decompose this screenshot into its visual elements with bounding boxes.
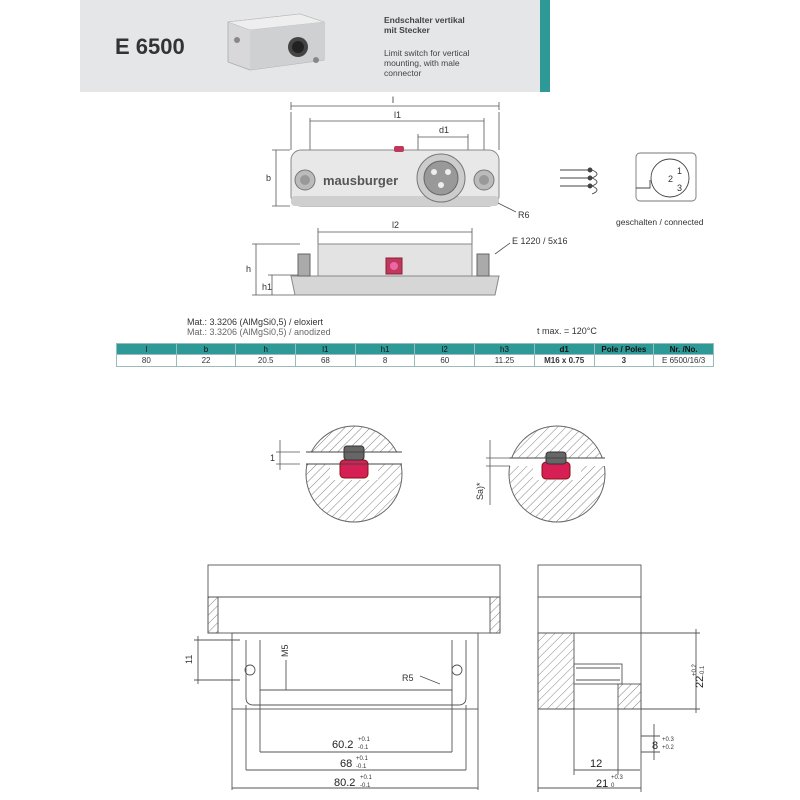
tol-21-up: +0.3 <box>611 775 624 781</box>
tol-80-2-up: +0.1 <box>360 775 373 781</box>
dim-60-2-label: 60.2 <box>332 739 353 751</box>
dim-68-label: 68 <box>340 758 352 770</box>
connector-schematic <box>560 152 697 202</box>
th-number: Nr. /No. <box>653 343 714 355</box>
dim-h1-label: h1 <box>262 282 272 292</box>
title-en-line2: mounting, with male <box>384 58 460 68</box>
td-b: 22 <box>175 354 237 367</box>
title-de-line1: Endschalter vertikal <box>384 15 465 25</box>
title-en-line1: Limit switch for vertical <box>384 48 470 58</box>
tol-60-2-up: +0.1 <box>358 737 371 743</box>
dim-22-label: 22 <box>694 676 706 688</box>
ref-e1220-label: E 1220 / 5x16 <box>512 236 568 246</box>
dim-l-label: l <box>392 95 394 105</box>
dim-l2-label: l2 <box>392 220 399 230</box>
th-l1: l1 <box>295 343 356 355</box>
max-temperature: t max. = 120°C <box>537 326 597 336</box>
tol-22-up: +0.2 <box>692 663 698 676</box>
m5-label: M5 <box>280 644 290 657</box>
detail-circle-left <box>305 425 403 523</box>
td-h3: 11.25 <box>474 354 535 367</box>
switch-body-top <box>290 146 500 207</box>
title-de-line2: mit Stecker <box>384 25 430 35</box>
pin-2-label: 2 <box>668 174 673 184</box>
th-d1: d1 <box>533 343 595 355</box>
dim-l1-label: l1 <box>394 110 401 120</box>
td-d1: M16 x 0.75 <box>533 354 595 367</box>
title-german: Endschalter vertikal mit Stecker <box>384 15 524 35</box>
r5-label: R5 <box>402 673 414 683</box>
top-view <box>272 102 500 207</box>
spec-table-header-row: l b h l1 h1 l2 h3 d1 Pole / Poles Nr. /N… <box>116 343 714 355</box>
dim-1-label: 1 <box>270 453 275 463</box>
title-english: Limit switch for vertical mounting, with… <box>384 48 524 78</box>
tol-21-dn: 0 <box>611 783 615 789</box>
td-h: 20.5 <box>235 354 297 367</box>
th-h: h <box>235 343 297 355</box>
dim-21-label: 21 <box>596 778 608 790</box>
dim-8-label: 8 <box>652 740 658 752</box>
td-l: 80 <box>116 354 177 367</box>
dim-b-label: b <box>266 173 271 183</box>
connector-label: geschalten / connected <box>616 217 704 227</box>
dim-sa-label: Sa)* <box>475 482 485 500</box>
radius-r6-label: R6 <box>518 210 530 220</box>
tol-60-2-dn: -0.1 <box>358 745 369 751</box>
th-poles: Pole / Poles <box>593 343 655 355</box>
spec-table: l b h l1 h1 l2 h3 d1 Pole / Poles Nr. /N… <box>116 343 714 367</box>
dim-h-label: h <box>246 264 251 274</box>
product-code: E 6500 <box>115 34 185 59</box>
td-l2: 60 <box>414 354 476 367</box>
tol-68-up: +0.1 <box>356 756 369 762</box>
dim-80-2-label: 80.2 <box>334 777 355 789</box>
tol-68-dn: -0.1 <box>356 764 367 770</box>
detail-circle-right <box>508 425 606 523</box>
tol-8-up: +0.3 <box>662 737 675 743</box>
header-accent-bar <box>540 0 550 92</box>
td-number: E 6500/16/3 <box>653 354 714 367</box>
switch-body-side <box>290 243 500 296</box>
th-h3: h3 <box>474 343 535 355</box>
dim-12-label: 12 <box>590 758 602 770</box>
material-english: Mat.: 3.3206 (AlMgSi0,5) / anodized <box>187 327 331 337</box>
pin-3-label: 3 <box>677 183 682 193</box>
th-l2: l2 <box>414 343 476 355</box>
title-en-line3: connector <box>384 68 422 78</box>
tol-22-dn: -0.1 <box>700 665 706 676</box>
td-poles: 3 <box>593 354 655 367</box>
pin-1-label: 1 <box>677 166 682 176</box>
tol-80-2-dn: -0.1 <box>360 783 371 789</box>
material-german: Mat.: 3.3206 (AlMgSi0,5) / eloxiert <box>187 317 324 327</box>
bottom-side-view <box>537 564 700 792</box>
th-h1: h1 <box>354 343 416 355</box>
th-b: b <box>175 343 237 355</box>
bottom-front-view <box>194 564 501 790</box>
table-row: 80 22 20.5 68 8 60 11.25 M16 x 0.75 3 E … <box>116 354 714 367</box>
brand-logo: mausburger <box>323 173 398 188</box>
dim-d1-label: d1 <box>439 125 449 135</box>
td-h1: 8 <box>354 354 416 367</box>
dim-11-label: 11 <box>184 655 194 664</box>
th-l: l <box>116 343 177 355</box>
td-l1: 68 <box>295 354 356 367</box>
tol-8-dn: +0.2 <box>662 745 675 751</box>
